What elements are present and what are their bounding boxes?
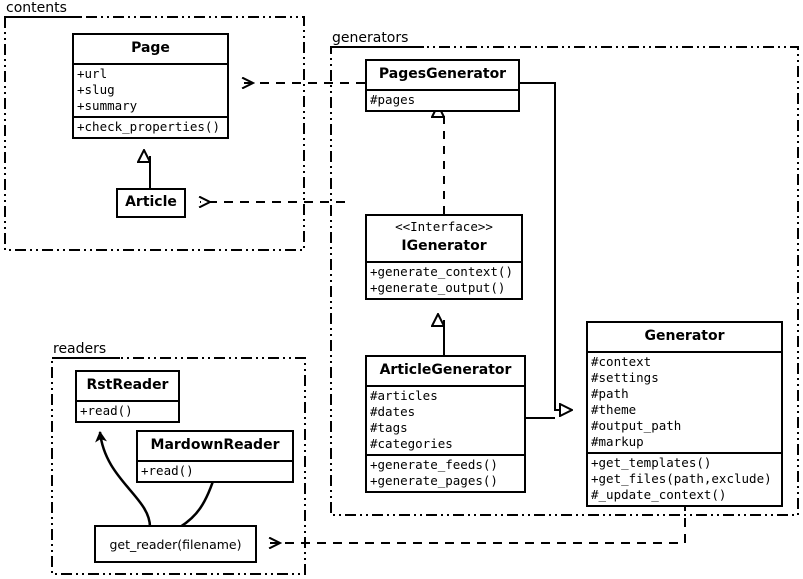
- method: +read(): [80, 403, 133, 418]
- relation-generator-depends-getreader: [270, 502, 686, 543]
- class-igenerator-name: IGenerator: [401, 237, 487, 254]
- attribute: #categories: [370, 436, 453, 451]
- relation-generators-generalize-generator: [520, 82, 572, 419]
- method: +check_properties(): [77, 119, 220, 134]
- method: +generate_context(): [370, 263, 513, 279]
- class-igenerator-methods: +generate_context() +generate_output(): [367, 260, 521, 298]
- attribute: #theme: [591, 402, 637, 417]
- method: #_update_context(): [591, 487, 727, 502]
- class-generator-attributes: #context #settings #path #theme #output_…: [588, 351, 781, 452]
- class-rstreader[interactable]: RstReader +read(): [75, 370, 180, 423]
- class-page[interactable]: Page +url +slug +summary +check_properti…: [72, 33, 229, 139]
- class-rstreader-methods: +read(): [77, 400, 178, 421]
- attribute: #settings: [591, 370, 659, 385]
- attribute: #articles: [370, 388, 438, 403]
- package-label-contents: contents: [6, 0, 67, 16]
- class-generator-methods: +get_templates() +get_files(path,exclude…: [588, 452, 781, 505]
- method: +generate_output(): [370, 279, 506, 295]
- class-pagesgenerator[interactable]: PagesGenerator #pages: [365, 59, 520, 112]
- method: +get_templates(): [591, 455, 712, 470]
- function-get-reader[interactable]: get_reader(filename): [94, 525, 257, 563]
- class-article-name: Article: [125, 194, 177, 210]
- relation-getreader-returns-rstreader: [95, 431, 152, 528]
- attribute: #pages: [370, 92, 416, 107]
- class-page-name: Page: [131, 40, 170, 56]
- class-page-attributes: +url +slug +summary: [74, 63, 227, 116]
- class-articlegenerator[interactable]: ArticleGenerator #articles #dates #tags …: [365, 355, 526, 493]
- attribute: #dates: [370, 404, 416, 419]
- class-generator-name: Generator: [644, 328, 725, 344]
- class-pagesgenerator-name: PagesGenerator: [378, 66, 507, 82]
- method: +generate_pages(): [370, 473, 498, 488]
- attribute: #tags: [370, 420, 408, 435]
- method: +get_files(path,exclude): [591, 471, 772, 486]
- package-frame-contents: [4, 16, 305, 251]
- attribute: #context: [591, 354, 652, 369]
- method: +generate_feeds(): [370, 457, 498, 472]
- class-pagesgenerator-attributes: #pages: [367, 89, 518, 110]
- class-rstreader-name: RstReader: [86, 377, 169, 393]
- package-label-readers: readers: [53, 341, 107, 357]
- function-get-reader-label: get_reader(filename): [109, 536, 242, 552]
- attribute: +summary: [77, 98, 138, 113]
- class-mardownreader-methods: +read(): [138, 460, 292, 481]
- class-igenerator-stereotype: <<Interface>>: [395, 219, 493, 234]
- attribute: #path: [591, 386, 629, 401]
- package-frame-readers: [51, 357, 306, 575]
- attribute: #output_path: [591, 418, 682, 433]
- class-generator[interactable]: Generator #context #settings #path #them…: [586, 321, 783, 507]
- attribute: +slug: [77, 82, 115, 97]
- class-articlegenerator-methods: +generate_feeds() +generate_pages(): [367, 454, 524, 491]
- attribute: #markup: [591, 434, 644, 449]
- class-article[interactable]: Article: [116, 188, 186, 218]
- method: +read(): [141, 463, 194, 478]
- package-label-generators: generators: [332, 30, 409, 46]
- class-mardownreader-name: MardownReader: [150, 437, 280, 453]
- class-page-methods: +check_properties(): [74, 116, 227, 137]
- class-articlegenerator-name: ArticleGenerator: [379, 362, 512, 378]
- class-mardownreader[interactable]: MardownReader +read(): [136, 430, 294, 483]
- package-frame-generators: [330, 46, 799, 516]
- class-igenerator[interactable]: <<Interface>> IGenerator +generate_conte…: [365, 214, 523, 300]
- attribute: +url: [77, 66, 108, 81]
- class-articlegenerator-attributes: #articles #dates #tags #categories: [367, 385, 524, 454]
